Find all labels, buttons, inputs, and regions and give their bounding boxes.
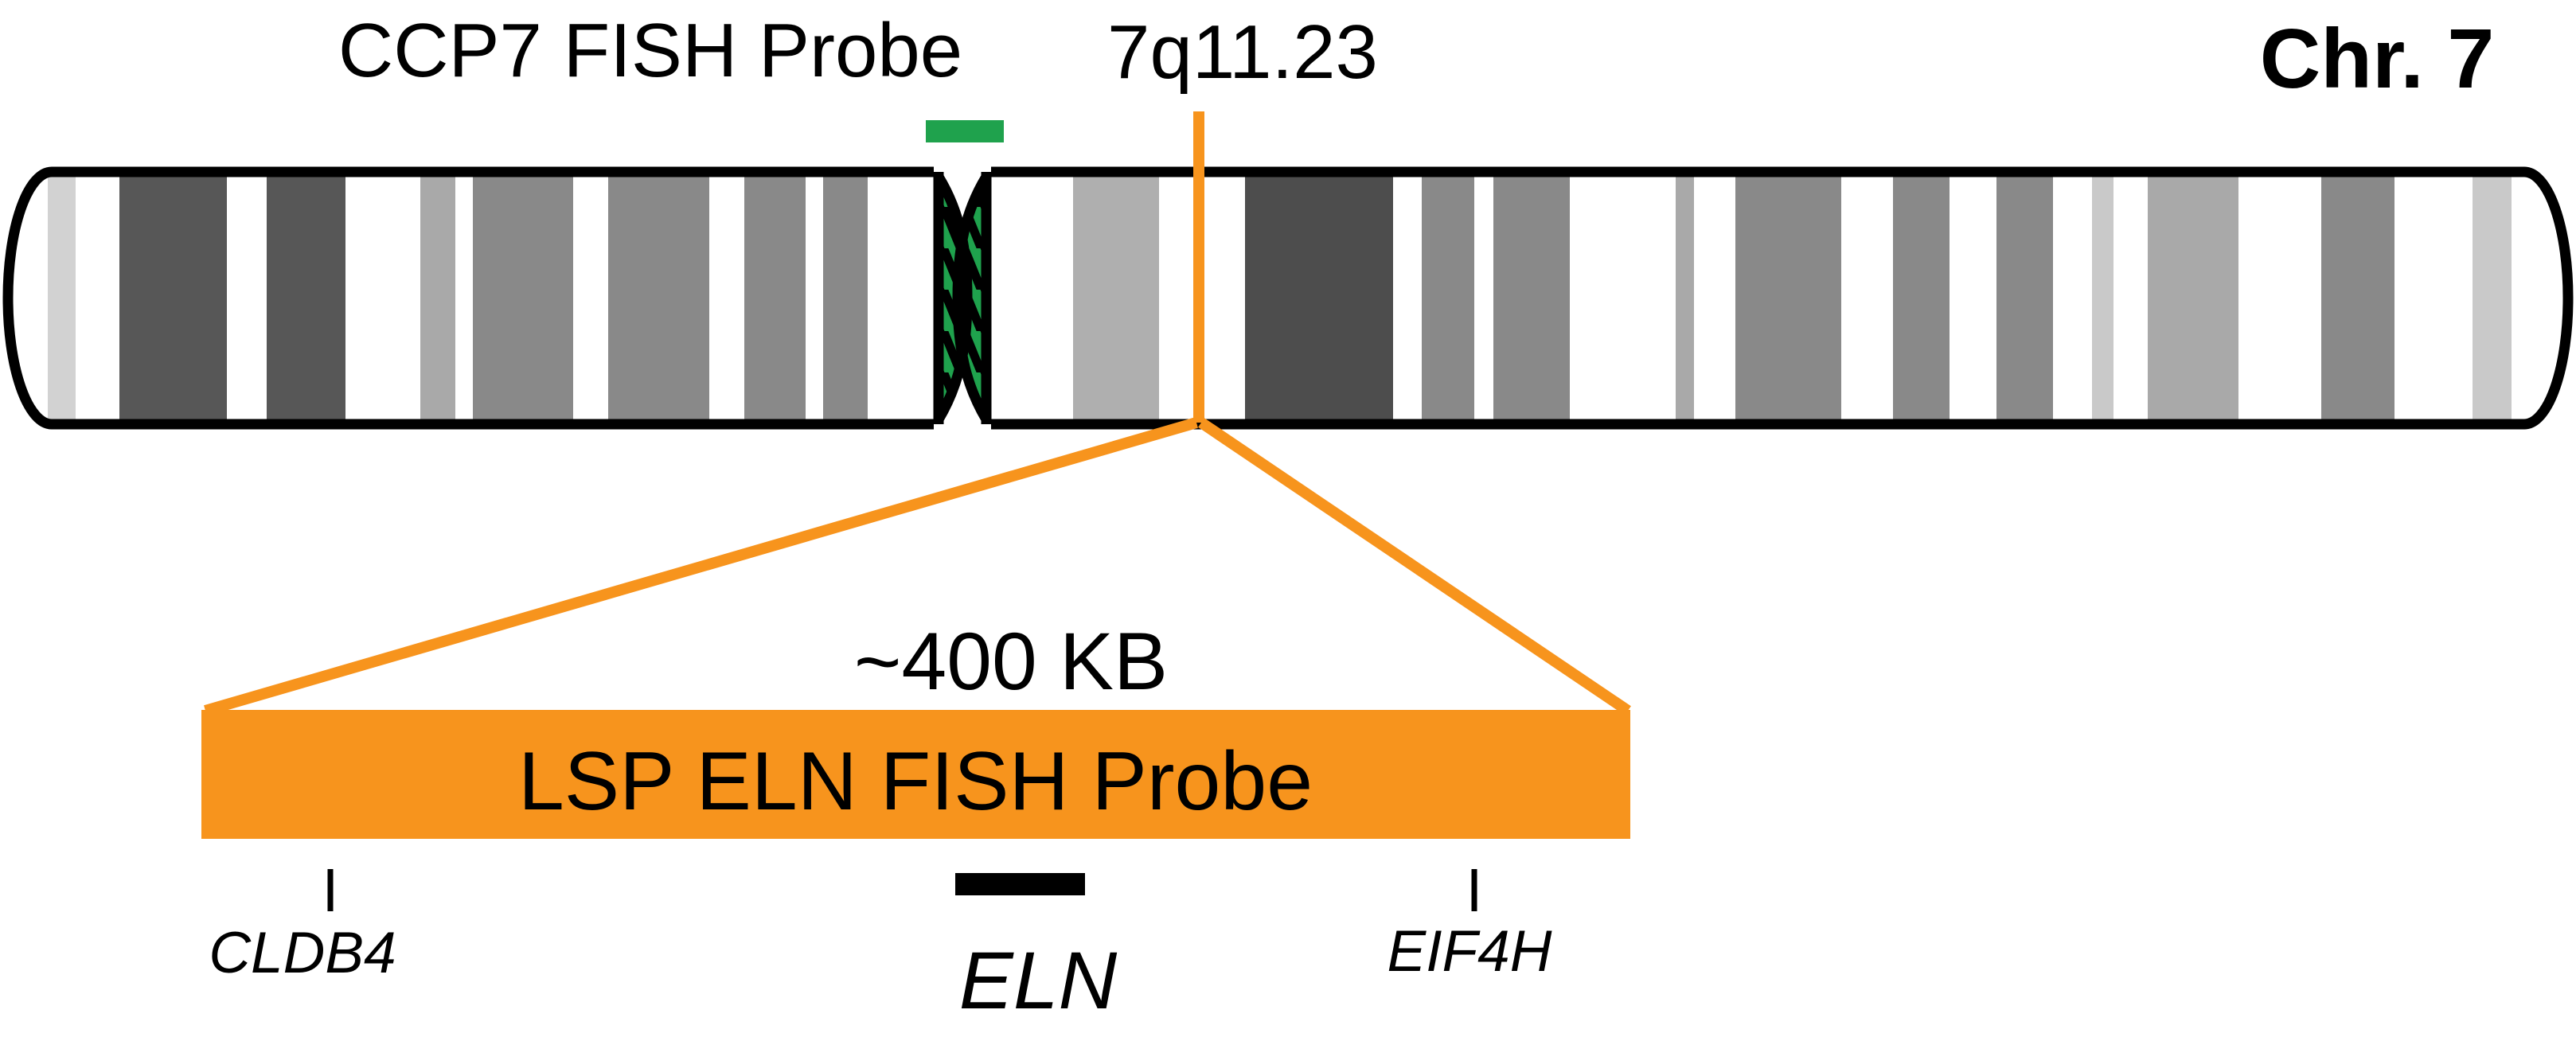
ccp7-probe-marker: [926, 120, 1004, 142]
eln-probe-label: LSP ELN FISH Probe: [518, 735, 1313, 828]
q-arm-cap-curve: [952, 173, 991, 423]
chromosome-band: [420, 172, 455, 424]
chromosome-ideogram: [2, 162, 2574, 434]
chromosome-band: [1893, 172, 1950, 424]
chromosome-band: [1996, 172, 2053, 424]
chromosome-band: [1493, 172, 1570, 424]
chromosome-band: [1245, 172, 1393, 424]
chromosome-outline: [2, 166, 2574, 430]
chromosome-band: [2092, 172, 2113, 424]
chromosome-band: [1073, 172, 1159, 424]
ccp7-probe-label: CCP7 FISH Probe: [338, 8, 962, 93]
chromosome-band: [744, 172, 806, 424]
gene-label-left: CLDB4: [209, 921, 396, 985]
eln-probe-box: [201, 710, 1630, 839]
chromosome-band: [2148, 172, 2238, 424]
centromere-bottom-notch: [934, 371, 991, 434]
centromere-top-notch: [934, 162, 991, 225]
zoom-guide-left: [204, 417, 1198, 716]
region-size-label: ~400 KB: [854, 616, 1168, 707]
zoom-guide-right: [1198, 418, 1631, 715]
chromosome-band: [2473, 172, 2512, 424]
chromosome-band: [823, 172, 868, 424]
p-arm-cap-curve: [934, 173, 973, 423]
chromosome-title: Chr. 7: [2260, 12, 2495, 106]
locus-label: 7q11.23: [1107, 10, 1378, 95]
chromosome-band: [1735, 172, 1841, 424]
chromosome-band: [48, 172, 76, 424]
chromosome-band: [1422, 172, 1474, 424]
chromosome-band: [608, 172, 709, 424]
chromosome-band: [473, 172, 573, 424]
chromosome-bands: [48, 172, 2512, 424]
gene-bar-eln: [955, 873, 1085, 895]
chromosome-band: [119, 172, 227, 424]
gene-label-center: ELN: [959, 935, 1118, 1026]
chromosome-band: [2321, 172, 2395, 424]
chromosome-band: [1676, 172, 1694, 424]
chromosome-band: [267, 172, 345, 424]
gene-label-right: EIF4H: [1388, 919, 1552, 984]
